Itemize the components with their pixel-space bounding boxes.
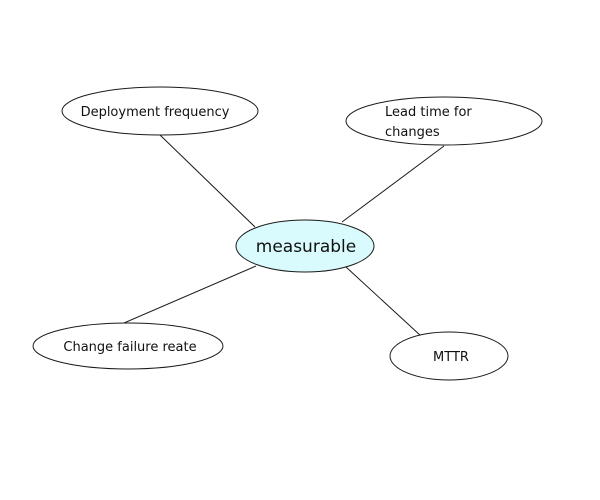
node-deployment-label: Deployment frequency bbox=[81, 105, 230, 120]
center-node[interactable]: measurable bbox=[235, 219, 375, 273]
connector-change-failure bbox=[123, 265, 257, 324]
node-lead-time[interactable]: Lead time for changes bbox=[345, 96, 543, 146]
node-change-failure-rate[interactable]: Change failure reate bbox=[32, 322, 224, 370]
node-mttr-shape bbox=[389, 331, 509, 381]
connector-lead-time bbox=[341, 145, 445, 223]
connectors bbox=[123, 134, 445, 337]
node-deployment-shape bbox=[61, 86, 259, 136]
connector-deployment bbox=[159, 134, 256, 228]
node-mttr-label: MTTR bbox=[433, 350, 469, 365]
node-lead-time-label: Lead time for changes bbox=[385, 105, 476, 140]
node-change-failure-label: Change failure reate bbox=[63, 340, 196, 355]
center-node-label: measurable bbox=[256, 237, 356, 257]
node-lead-time-shape bbox=[345, 96, 543, 146]
node-deployment-frequency[interactable]: Deployment frequency bbox=[61, 86, 259, 136]
connector-mttr bbox=[345, 266, 422, 337]
center-node-shape bbox=[235, 219, 375, 273]
node-mttr[interactable]: MTTR bbox=[389, 331, 509, 381]
node-lead-time-line-1: Lead time for bbox=[385, 105, 472, 120]
node-lead-time-line-2: changes bbox=[385, 125, 440, 140]
node-change-failure-shape bbox=[32, 322, 224, 370]
